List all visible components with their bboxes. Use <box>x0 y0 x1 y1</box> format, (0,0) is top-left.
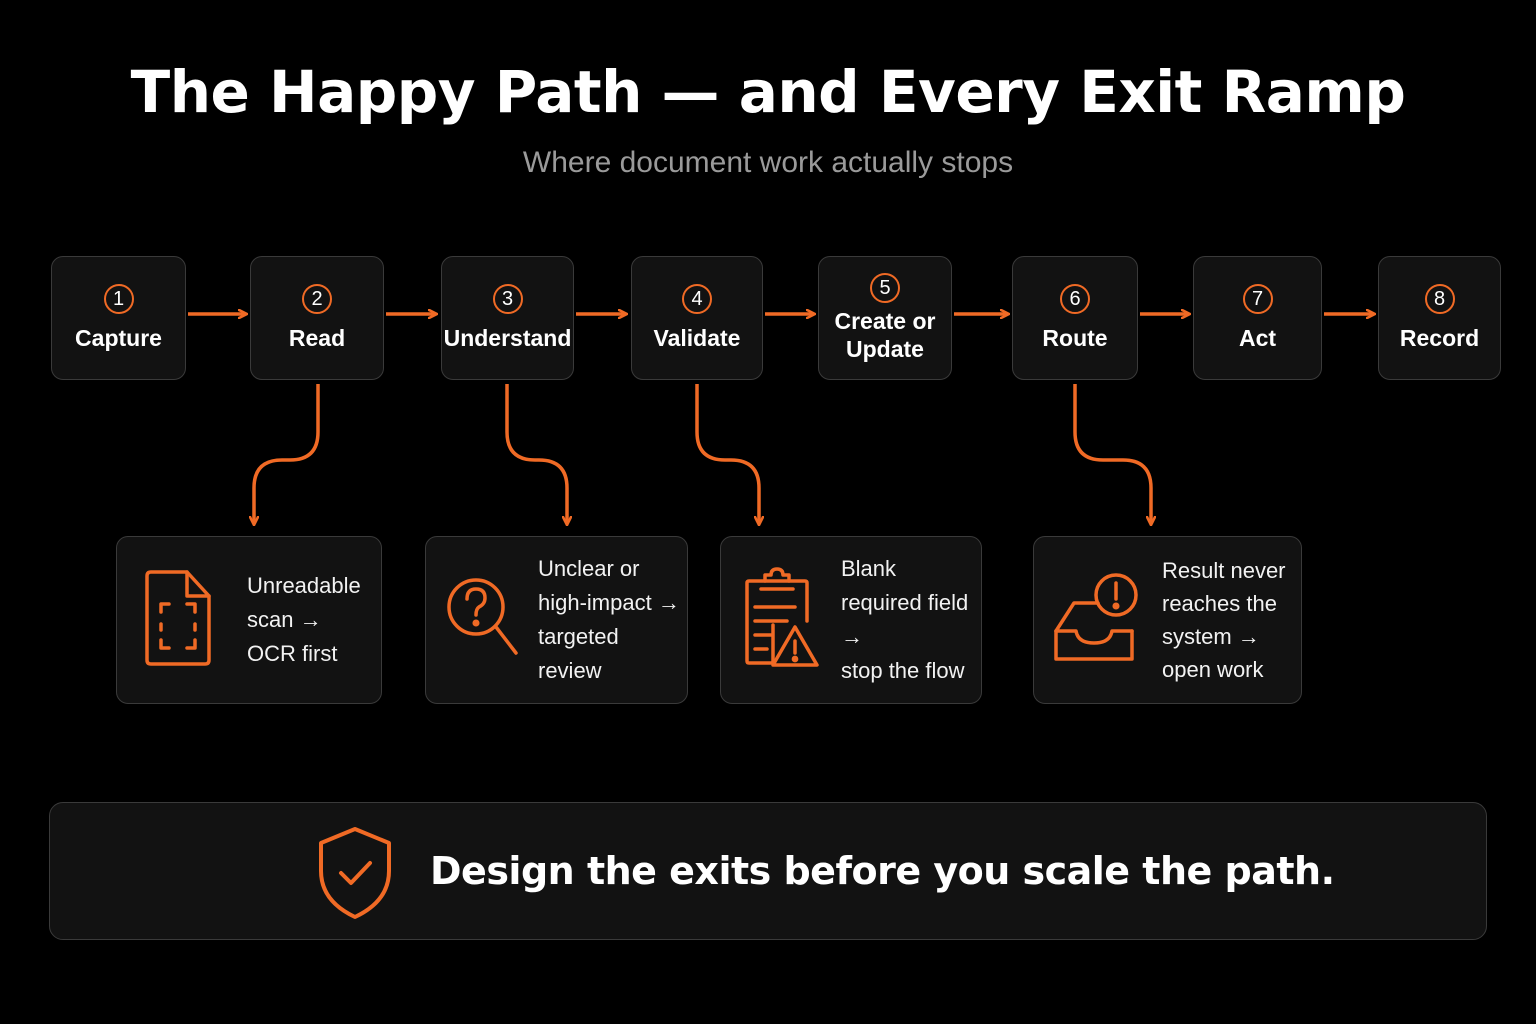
exit-connector-route <box>1073 384 1151 524</box>
step-label: Understand <box>443 325 572 351</box>
step-label: Capture <box>75 325 162 351</box>
exit-text: Result never reaches the system → open w… <box>1162 558 1286 682</box>
takeaway-banner: Design the exits before you scale the pa… <box>49 802 1487 940</box>
step-create-or-update: 5 Create or Update <box>818 256 952 380</box>
exit-unreadable-scan: Unreadable scan → OCR first <box>116 536 382 704</box>
exit-text: Unclear or high-impact → targeted review <box>538 556 680 683</box>
step-number-badge: 4 <box>682 284 712 314</box>
exit-result-never-reaches: Result never reaches the system → open w… <box>1033 536 1302 704</box>
step-number-badge: 5 <box>870 273 900 303</box>
step-capture: 1 Capture <box>51 256 186 380</box>
step-route: 6 Route <box>1012 256 1138 380</box>
exit-connector-validate <box>695 384 759 524</box>
step-number-badge: 7 <box>1242 284 1273 314</box>
takeaway-text: Design the exits before you scale the pa… <box>430 849 1335 893</box>
shield-check-icon <box>315 825 395 926</box>
step-understand: 3 Understand <box>441 256 574 380</box>
step-read: 2 Read <box>250 256 384 380</box>
step-number-badge: 1 <box>103 284 134 314</box>
scan-document-icon <box>143 568 213 673</box>
exit-unclear-high-impact: Unclear or high-impact → targeted review <box>425 536 688 704</box>
exit-connector-read <box>254 384 320 524</box>
step-number-badge: 8 <box>1424 284 1455 314</box>
step-number-badge: 2 <box>302 284 332 314</box>
step-label: Record <box>1399 325 1480 351</box>
page-title: The Happy Path — and Every Exit Ramp <box>130 58 1406 126</box>
step-label: Validate <box>653 325 741 351</box>
question-magnifier-icon <box>446 575 520 666</box>
step-label: Route <box>1042 325 1108 351</box>
inbox-alert-icon <box>1052 571 1142 670</box>
step-label: Create or Update <box>834 308 936 362</box>
clipboard-warning-icon <box>743 566 819 674</box>
exit-connector-understand <box>505 384 567 524</box>
step-label: Act <box>1238 325 1277 351</box>
exit-blank-required-field: Blank required field → stop the flow <box>720 536 982 704</box>
exit-text: Blank required field → stop the flow <box>841 556 969 683</box>
step-number-badge: 6 <box>1060 284 1090 314</box>
step-label: Read <box>288 325 346 351</box>
step-act: 7 Act <box>1193 256 1322 380</box>
page-subtitle: Where document work actually stops <box>522 146 1014 179</box>
step-number-badge: 3 <box>492 284 523 314</box>
step-record: 8 Record <box>1378 256 1501 380</box>
exit-text: Unreadable scan → OCR first <box>247 573 361 666</box>
step-validate: 4 Validate <box>631 256 763 380</box>
